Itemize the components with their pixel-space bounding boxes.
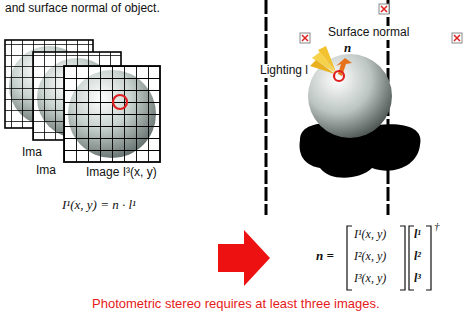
point-marker [334,71,344,81]
image-grid [64,66,160,162]
broken-image-icon [379,4,389,14]
symbol-label: n [344,41,351,56]
image-caption: Ima [36,164,56,178]
matrix-entry: l³ [414,272,421,286]
heading-text: and surface normal of object. [5,2,160,16]
rect-part [64,66,160,162]
path-part [381,6,387,12]
bar-line [265,0,268,215]
note-text: Photometric stereo requires at least thr… [92,297,380,312]
callout-label: Lighting l [258,64,310,78]
path-part [454,35,460,41]
block-arrow [218,230,270,286]
matrix-entry: l² [414,250,421,264]
image-caption: Ima [22,146,42,160]
rect-part [300,33,310,43]
matrix-bracket [409,226,414,290]
broken-image-icon [452,33,462,43]
rect-part [64,66,160,162]
broken-image-icon [300,33,310,43]
matrix-bracket [426,226,431,290]
matrix-entry: I¹(x, y) [354,228,386,242]
equation: n = [316,249,334,264]
image-caption: Image I³(x, y) [86,166,157,180]
matrix-bracket [347,226,352,290]
light-ray [310,60,335,74]
symbol-label: † [434,220,440,233]
rect-part [379,4,389,14]
rect-part [452,33,462,43]
matrix-entry: I³(x, y) [354,272,386,286]
matrix-entry: I²(x, y) [354,250,386,264]
sphere [308,54,392,138]
circle-part [113,95,127,109]
matrix-entry: l¹ [414,228,421,242]
equation: I¹(x, y) = n · l¹ [62,198,136,213]
matrix-bracket [400,226,405,290]
callout-label: Surface normal [326,26,411,40]
path-part [302,35,308,41]
